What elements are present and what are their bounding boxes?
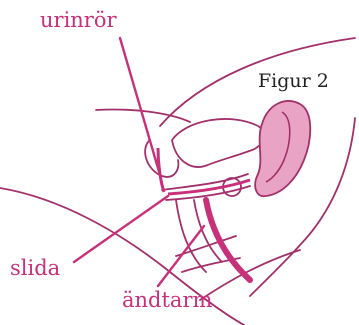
- uterus-shape: [255, 101, 310, 196]
- label-rectum: ändtarm: [122, 290, 212, 311]
- label-urethra: urinrör: [40, 10, 117, 31]
- pointer-slida: [74, 196, 168, 262]
- bladder-outline: [172, 119, 264, 167]
- pointer-andtarm: [158, 226, 204, 286]
- vaginal-wall-upper: [162, 174, 248, 190]
- buttock-outline: [200, 250, 300, 300]
- pointer-urinror: [120, 38, 160, 175]
- figure-title: Figur 2: [258, 72, 329, 91]
- rectum-highlight: [206, 200, 250, 280]
- rectum-wall-left: [176, 200, 206, 272]
- label-vagina: slida: [10, 258, 60, 279]
